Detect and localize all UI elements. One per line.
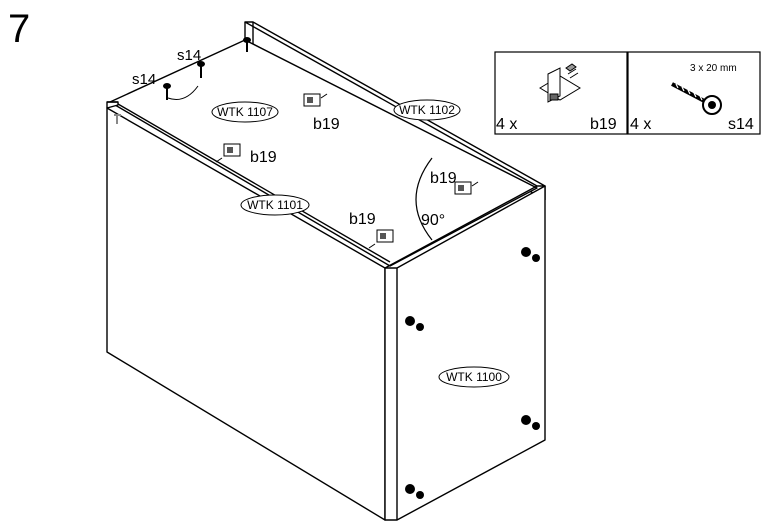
legend-qty: 4 x: [630, 116, 651, 133]
dowel-icon: [521, 415, 540, 430]
part-code: WTK 1107: [217, 105, 273, 119]
screw-icon: [243, 37, 251, 52]
connector-label: b19: [430, 170, 457, 187]
dowel-icon: [521, 247, 540, 262]
top-screws: [163, 37, 251, 100]
part-label-back-panel: WTK 1102: [393, 99, 461, 121]
screw-icon: [163, 83, 171, 100]
part-code: WTK 1101: [247, 198, 303, 212]
screw-label: s14: [177, 47, 201, 64]
connector-icon: [303, 93, 328, 107]
step-number: 7: [8, 7, 30, 51]
angle-arc: [415, 157, 433, 241]
screw-size: 3 x 20 mm: [690, 63, 737, 74]
connector-label: b19: [313, 116, 340, 133]
dowel-icon: [405, 484, 424, 499]
connector-icon: [368, 229, 394, 249]
side-panel: [384, 185, 546, 521]
legend-connector: 4 x b19: [494, 51, 628, 135]
part-code: WTK 1100: [446, 370, 502, 384]
dowel-icons: [405, 247, 540, 499]
part-label-side-panel: WTK 1100: [438, 366, 510, 388]
part-label-front-rail: WTK 1101: [240, 194, 310, 216]
legend-qty: 4 x: [496, 116, 517, 133]
dowel-icon: [405, 316, 424, 331]
screw-icon: [197, 61, 205, 78]
connector-label: b19: [349, 211, 376, 228]
connector-label: b19: [250, 149, 277, 166]
part-code: WTK 1102: [399, 103, 455, 117]
angle-label: 90°: [421, 212, 445, 229]
legend-code: s14: [728, 116, 754, 133]
connector-icon: [454, 181, 479, 195]
legend-screw: 3 x 20 mm 4 x s14: [627, 51, 761, 135]
part-label-top-panel: WTK 1107: [211, 101, 279, 123]
screw-label: s14: [132, 71, 156, 88]
connector-icon: [215, 143, 241, 163]
screw-icon: [671, 82, 722, 115]
cabinet-drawing: [106, 21, 546, 521]
connector-icon: [539, 63, 581, 103]
legend-code: b19: [590, 116, 617, 133]
